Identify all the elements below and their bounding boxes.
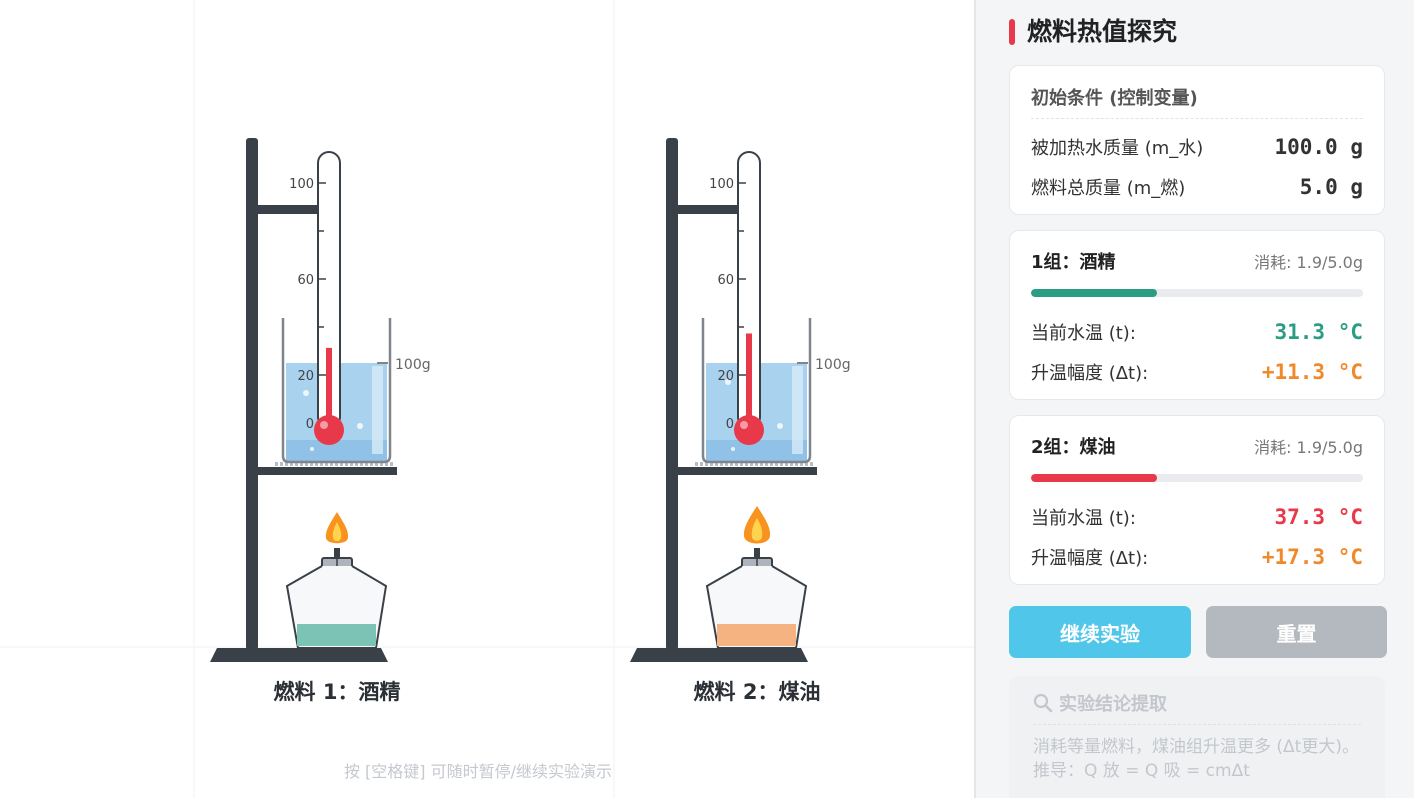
- apparatus-kerosene: 100g 100 60 20 0: [630, 138, 851, 662]
- group-2-card: 2组：煤油 消耗: 1.9/5.0g 当前水温 (t): 37.3 °C 升温幅…: [1009, 415, 1385, 585]
- volume-mark: 100g: [395, 357, 431, 373]
- group-1-rise-row: 升温幅度 (Δt): +11.3 °C: [1031, 352, 1363, 392]
- thermometer-clamp: [246, 205, 318, 214]
- fuel-mass-value: 5.0 g: [1299, 175, 1363, 199]
- apparatus-drawing: 100g 100 60 20 0: [0, 0, 974, 798]
- scale-label-60: 60: [297, 273, 314, 288]
- bubble: [303, 390, 309, 396]
- conclusion-header: 实验结论提取: [1059, 694, 1167, 715]
- group-1-progress-fill: [1031, 289, 1158, 297]
- group-2-temp-row: 当前水温 (t): 37.3 °C: [1031, 497, 1363, 537]
- scale-label-0: 0: [726, 417, 734, 432]
- control-panel: 燃料热值探究 初始条件 (控制变量) 被加热水质量 (m_水) 100.0 g …: [974, 0, 1414, 798]
- mercury-column: [746, 333, 752, 428]
- experiment-stage: 100g 100 60 20 0: [0, 0, 974, 798]
- water-mass-value: 100.0 g: [1274, 135, 1363, 159]
- reset-button[interactable]: 重置: [1206, 606, 1387, 658]
- group-1-header: 1组：酒精 消耗: 1.9/5.0g: [1031, 249, 1363, 273]
- group-2-header: 2组：煤油 消耗: 1.9/5.0g: [1031, 434, 1363, 458]
- stand-base: [630, 648, 808, 662]
- group-2-rise-label: 升温幅度 (Δt):: [1031, 548, 1149, 569]
- bubble: [357, 423, 363, 429]
- background-grid: [0, 0, 974, 798]
- group-2-temp-label: 当前水温 (t):: [1031, 508, 1136, 529]
- group-1-card: 1组：酒精 消耗: 1.9/5.0g 当前水温 (t): 31.3 °C 升温幅…: [1009, 230, 1385, 400]
- scale-label-0: 0: [306, 417, 314, 432]
- group-1-rise-label: 升温幅度 (Δt):: [1031, 363, 1149, 384]
- bubble: [725, 379, 731, 385]
- keyboard-hint: 按 [空格键] 可随时暂停/继续实验演示: [343, 762, 613, 781]
- group-1-rise-value: +11.3 °C: [1261, 360, 1363, 384]
- fuel-level: [717, 624, 796, 646]
- scale-label-100: 100: [709, 177, 734, 192]
- support-ring: [246, 467, 397, 475]
- water-mass-label: 被加热水质量 (m_水): [1031, 138, 1204, 159]
- water-mass-row: 被加热水质量 (m_水) 100.0 g: [1031, 127, 1363, 167]
- scale-label-60: 60: [717, 273, 734, 288]
- group-2-consumed: 消耗: 1.9/5.0g: [1254, 438, 1363, 457]
- group-2-rise-value: +17.3 °C: [1261, 545, 1363, 569]
- group-2-progress: [1031, 474, 1363, 482]
- stand-rod: [666, 138, 678, 650]
- flame-icon: [743, 506, 771, 544]
- panel-title: 燃料热值探究: [1009, 14, 1177, 50]
- group-2-progress-fill: [1031, 474, 1158, 482]
- group-2-temp-value: 37.3 °C: [1274, 505, 1363, 529]
- thermometer-bulb: [314, 415, 344, 445]
- wick: [754, 548, 760, 560]
- volume-mark: 100g: [815, 357, 851, 373]
- magnifier-icon: [1033, 693, 1053, 713]
- flame-icon: [325, 512, 349, 544]
- apparatus-alcohol: 100g 100 60 20 0: [210, 138, 431, 662]
- fuel-mass-label: 燃料总质量 (m_燃): [1031, 178, 1186, 199]
- apparatus-label-1: 燃料 1：酒精: [273, 680, 401, 704]
- group-1-title: 1组：酒精: [1031, 252, 1116, 273]
- beaker: [701, 318, 812, 464]
- initial-conditions-card: 初始条件 (控制变量) 被加热水质量 (m_水) 100.0 g 燃料总质量 (…: [1009, 65, 1385, 215]
- fuel-mass-row: 燃料总质量 (m_燃) 5.0 g: [1031, 167, 1363, 207]
- beaker: [281, 318, 392, 464]
- bubble: [310, 447, 314, 451]
- fuel-level: [297, 624, 376, 646]
- thermometer-bulb: [734, 415, 764, 445]
- group-1-temp-value: 31.3 °C: [1274, 320, 1363, 344]
- stand-rod: [246, 138, 258, 650]
- wick: [334, 548, 340, 560]
- support-ring: [666, 467, 817, 475]
- thermometer-clamp: [666, 205, 738, 214]
- scale-label-20: 20: [297, 369, 314, 384]
- continue-experiment-button[interactable]: 继续实验: [1009, 606, 1191, 658]
- conclusion-card: 实验结论提取 消耗等量燃料，煤油组升温更多 (Δt更大)。 推导：Q 放 = Q…: [1009, 676, 1385, 798]
- initial-conditions-header: 初始条件 (控制变量): [1031, 84, 1363, 119]
- group-1-consumed: 消耗: 1.9/5.0g: [1254, 253, 1363, 272]
- mercury-column: [326, 347, 332, 428]
- group-1-progress: [1031, 289, 1363, 297]
- bubble: [731, 447, 735, 451]
- scale-label-20: 20: [717, 369, 734, 384]
- group-2-rise-row: 升温幅度 (Δt): +17.3 °C: [1031, 537, 1363, 577]
- conclusion-header-row: 实验结论提取: [1033, 690, 1361, 725]
- group-1-temp-row: 当前水温 (t): 31.3 °C: [1031, 312, 1363, 352]
- conclusion-text-more: 推导：Q 放 = Q 吸 = cmΔt: [1033, 761, 1250, 781]
- stand-base: [210, 648, 388, 662]
- group-1-temp-label: 当前水温 (t):: [1031, 323, 1136, 344]
- thermometer-ticks: [738, 182, 746, 424]
- conclusion-text: 消耗等量燃料，煤油组升温更多 (Δt更大)。: [1033, 737, 1359, 757]
- bubble: [777, 423, 783, 429]
- scale-label-100: 100: [289, 177, 314, 192]
- apparatus-label-2: 燃料 2：煤油: [693, 680, 821, 704]
- group-2-title: 2组：煤油: [1031, 437, 1116, 458]
